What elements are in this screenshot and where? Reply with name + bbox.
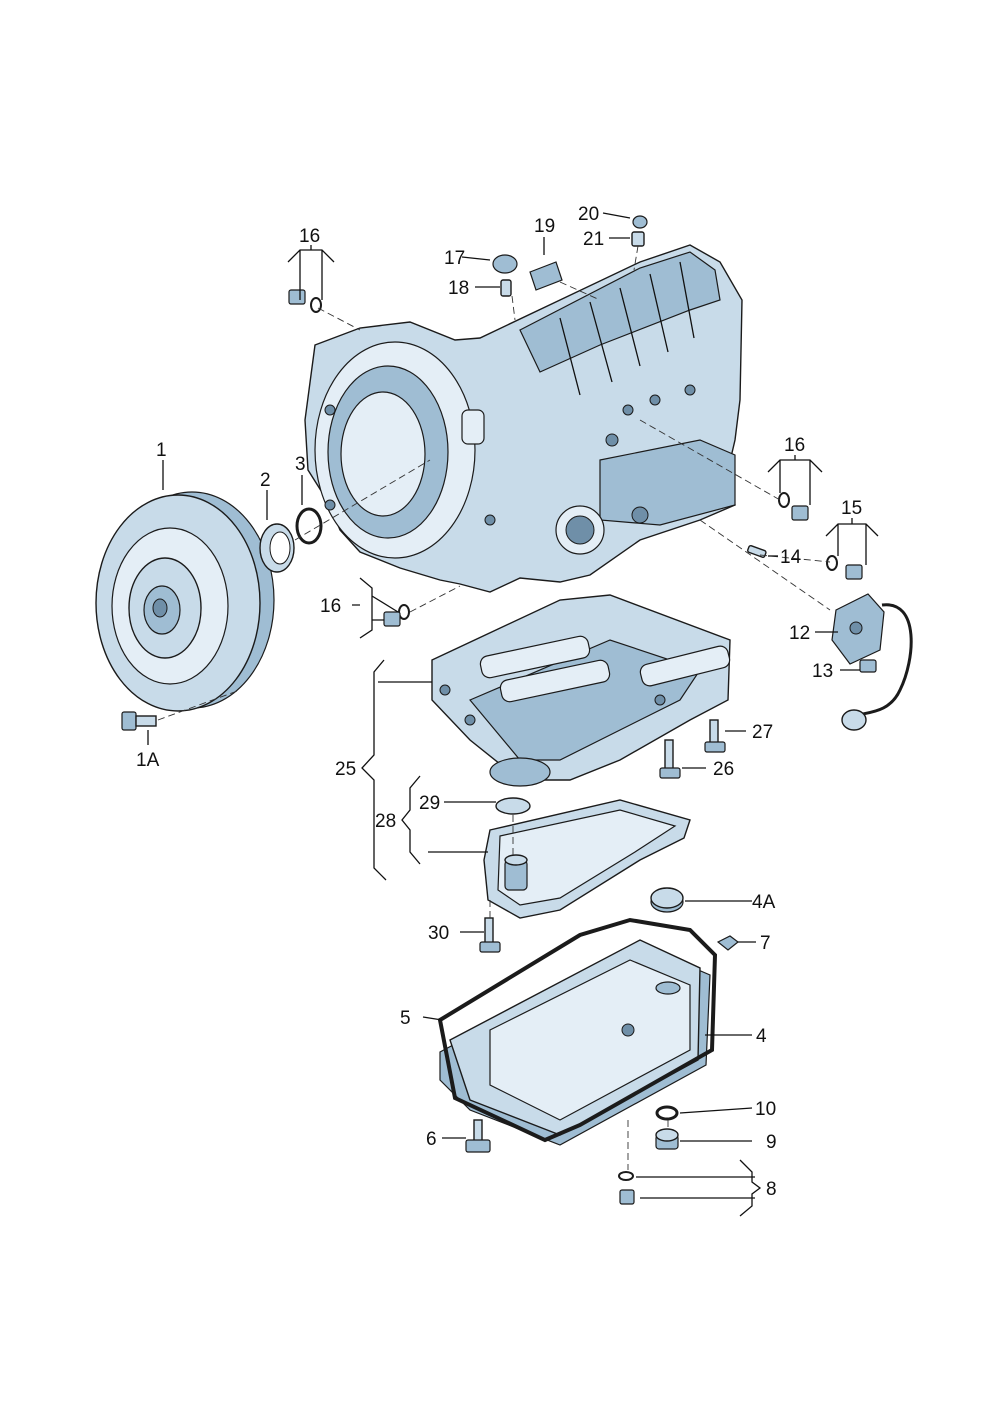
callout-20: 20 bbox=[578, 204, 599, 225]
callout-19: 19 bbox=[534, 216, 555, 237]
callout-4: 4 bbox=[756, 1026, 767, 1047]
brace-16-right bbox=[767, 455, 823, 505]
callout-labels: 1 1A 2 3 4 4A 5 6 7 8 9 10 12 13 14 15 1… bbox=[136, 204, 862, 1200]
callout-21: 21 bbox=[583, 229, 604, 250]
fitting-21 bbox=[631, 231, 645, 247]
callout-14: 14 bbox=[780, 547, 802, 568]
callout-16-right: 16 bbox=[784, 435, 805, 456]
pin-14 bbox=[747, 544, 767, 558]
callout-25: 25 bbox=[335, 759, 356, 780]
bolt-30 bbox=[479, 917, 501, 953]
valve-spools bbox=[479, 635, 731, 703]
torque-converter bbox=[95, 491, 275, 712]
brace-15 bbox=[825, 518, 879, 565]
seal-ring-2 bbox=[259, 523, 295, 573]
callout-15: 15 bbox=[841, 498, 862, 519]
seal-16a bbox=[310, 297, 322, 313]
callout-7: 7 bbox=[760, 933, 771, 954]
callout-10: 10 bbox=[755, 1099, 776, 1120]
bolt-27 bbox=[704, 719, 726, 753]
callout-1: 1 bbox=[156, 440, 167, 461]
plug-15 bbox=[845, 564, 863, 580]
brace-16-top bbox=[287, 245, 335, 300]
callout-5: 5 bbox=[400, 1008, 411, 1029]
callout-29: 29 bbox=[419, 793, 440, 814]
callout-1A: 1A bbox=[136, 750, 160, 771]
callout-28: 28 bbox=[375, 811, 396, 832]
callout-17: 17 bbox=[444, 248, 465, 269]
sensor-12 bbox=[831, 593, 913, 731]
seal-16b bbox=[778, 492, 790, 508]
o-ring-3 bbox=[295, 507, 323, 545]
seal-8 bbox=[618, 1171, 634, 1181]
plug-4A bbox=[650, 887, 684, 913]
cap-17 bbox=[492, 254, 518, 274]
callout-16-top: 16 bbox=[299, 226, 320, 247]
plug-16c bbox=[383, 611, 401, 627]
callout-6: 6 bbox=[426, 1129, 437, 1150]
callout-30: 30 bbox=[428, 923, 449, 944]
bolt-26 bbox=[659, 739, 681, 779]
oil-filter bbox=[483, 799, 691, 919]
label-19 bbox=[529, 261, 563, 291]
screw-8 bbox=[619, 1189, 635, 1205]
callout-13: 13 bbox=[812, 661, 833, 682]
callout-2: 2 bbox=[260, 470, 271, 491]
brace-16-left bbox=[352, 577, 399, 639]
seal-15 bbox=[826, 555, 838, 571]
o-ring-29 bbox=[495, 797, 531, 815]
brace-25 bbox=[361, 659, 387, 881]
bolt-6 bbox=[465, 1119, 491, 1153]
pan-gasket-5 bbox=[437, 917, 718, 1143]
leader-lines bbox=[147, 212, 860, 1199]
plug-16b bbox=[791, 505, 809, 521]
plug-9 bbox=[655, 1128, 679, 1150]
clip-7 bbox=[716, 935, 739, 951]
vent-18 bbox=[500, 279, 512, 297]
oil-pan bbox=[439, 939, 711, 1146]
callout-12: 12 bbox=[789, 623, 810, 644]
callout-9: 9 bbox=[766, 1132, 777, 1153]
screw-13 bbox=[859, 659, 877, 673]
callout-16-left: 16 bbox=[320, 596, 341, 617]
brace-8 bbox=[739, 1159, 762, 1217]
cap-20 bbox=[632, 215, 648, 229]
callout-8: 8 bbox=[766, 1179, 777, 1200]
callout-3: 3 bbox=[295, 454, 306, 475]
bolt-1A bbox=[121, 711, 157, 731]
brace-28 bbox=[401, 775, 421, 865]
seal-10 bbox=[655, 1105, 679, 1121]
callout-4A: 4A bbox=[752, 892, 776, 913]
gearbox-housing bbox=[304, 244, 743, 593]
callout-18: 18 bbox=[448, 278, 469, 299]
plug-16a bbox=[288, 289, 306, 305]
callout-27: 27 bbox=[752, 722, 773, 743]
valve-body bbox=[431, 594, 731, 787]
callout-26: 26 bbox=[713, 759, 734, 780]
